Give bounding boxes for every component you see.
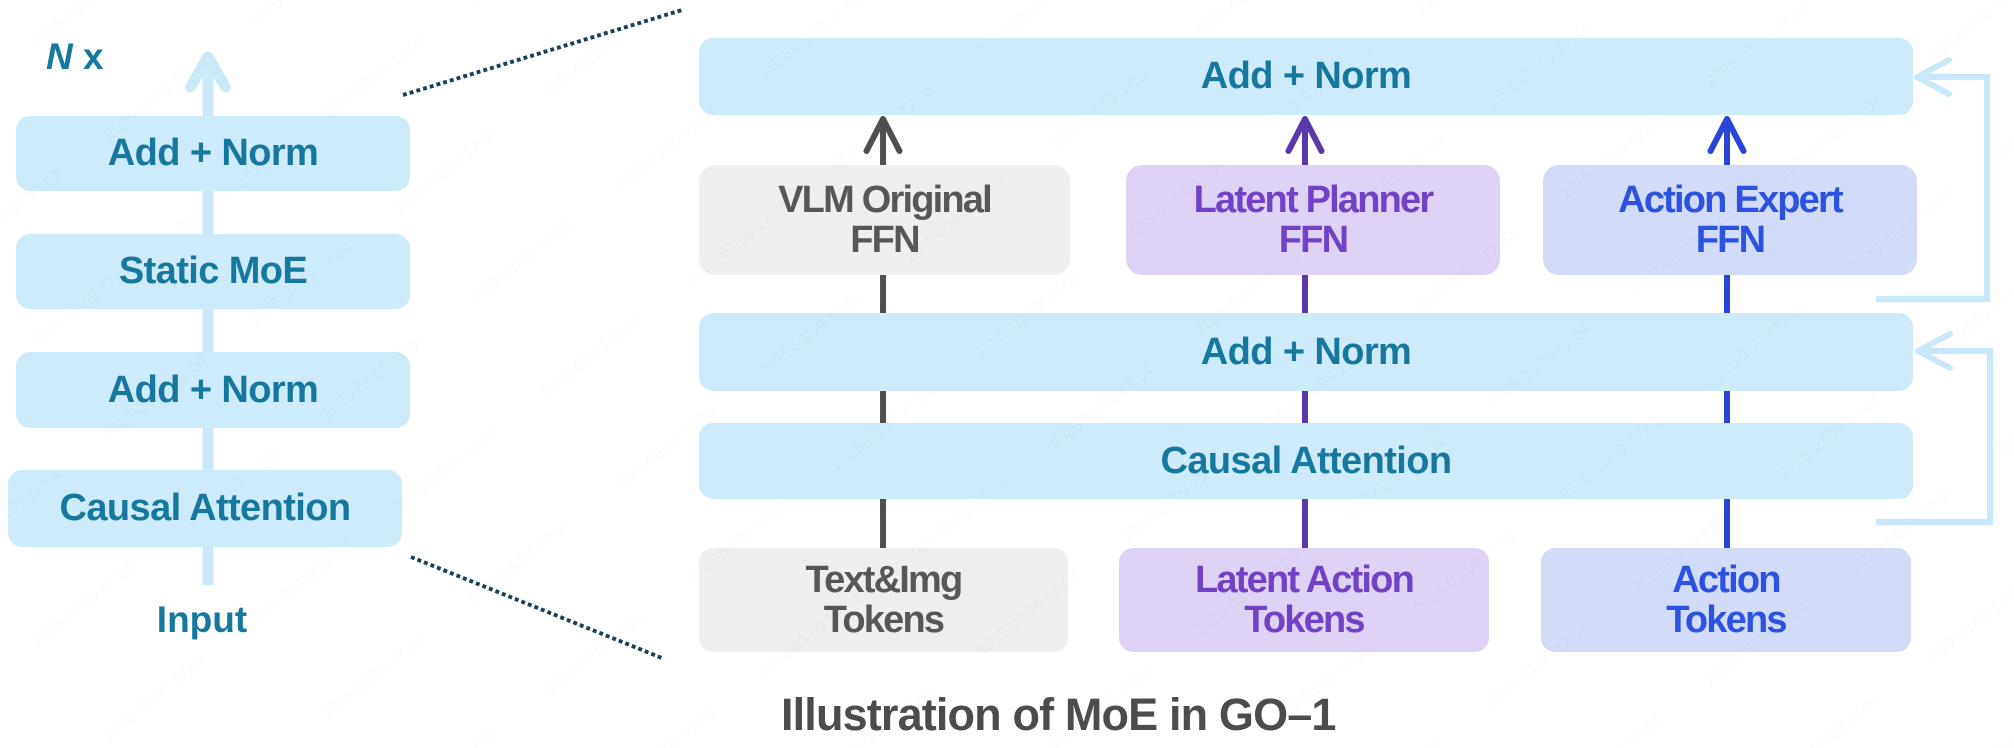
right-add-norm-top-bar: Add + Norm	[699, 38, 1913, 115]
dotted-connector-bottom-line	[410, 555, 663, 660]
repeat-x-label: x	[83, 36, 104, 77]
dotted-connector-top-line	[402, 8, 683, 97]
right-causal-attention-bar: Causal Attention	[699, 423, 1913, 499]
vlm-original-ffn-box: VLM Original FFN	[699, 165, 1070, 275]
repeat-count-label: N x	[46, 36, 104, 78]
text-img-tokens-box: Text&Img Tokens	[699, 548, 1068, 652]
latent-planner-ffn-box: Latent Planner FFN	[1126, 165, 1500, 275]
right-add-norm-mid-bar: Add + Norm	[699, 313, 1913, 391]
action-expert-ffn-box: Action Expert FFN	[1543, 165, 1917, 275]
repeat-n-label: N	[46, 36, 73, 77]
input-label: Input	[156, 599, 248, 640]
action-tokens-box: Action Tokens	[1541, 548, 1911, 652]
left-causal-attention-box: Causal Attention	[8, 470, 402, 547]
left-add-norm-bottom-box: Add + Norm	[16, 352, 410, 428]
figure-caption: Illustration of MoE in GO–1	[781, 689, 1336, 740]
left-static-moe-box: Static MoE	[16, 234, 410, 309]
latent-action-tokens-box: Latent Action Tokens	[1119, 548, 1489, 652]
left-add-norm-top-box: Add + Norm	[16, 116, 410, 191]
